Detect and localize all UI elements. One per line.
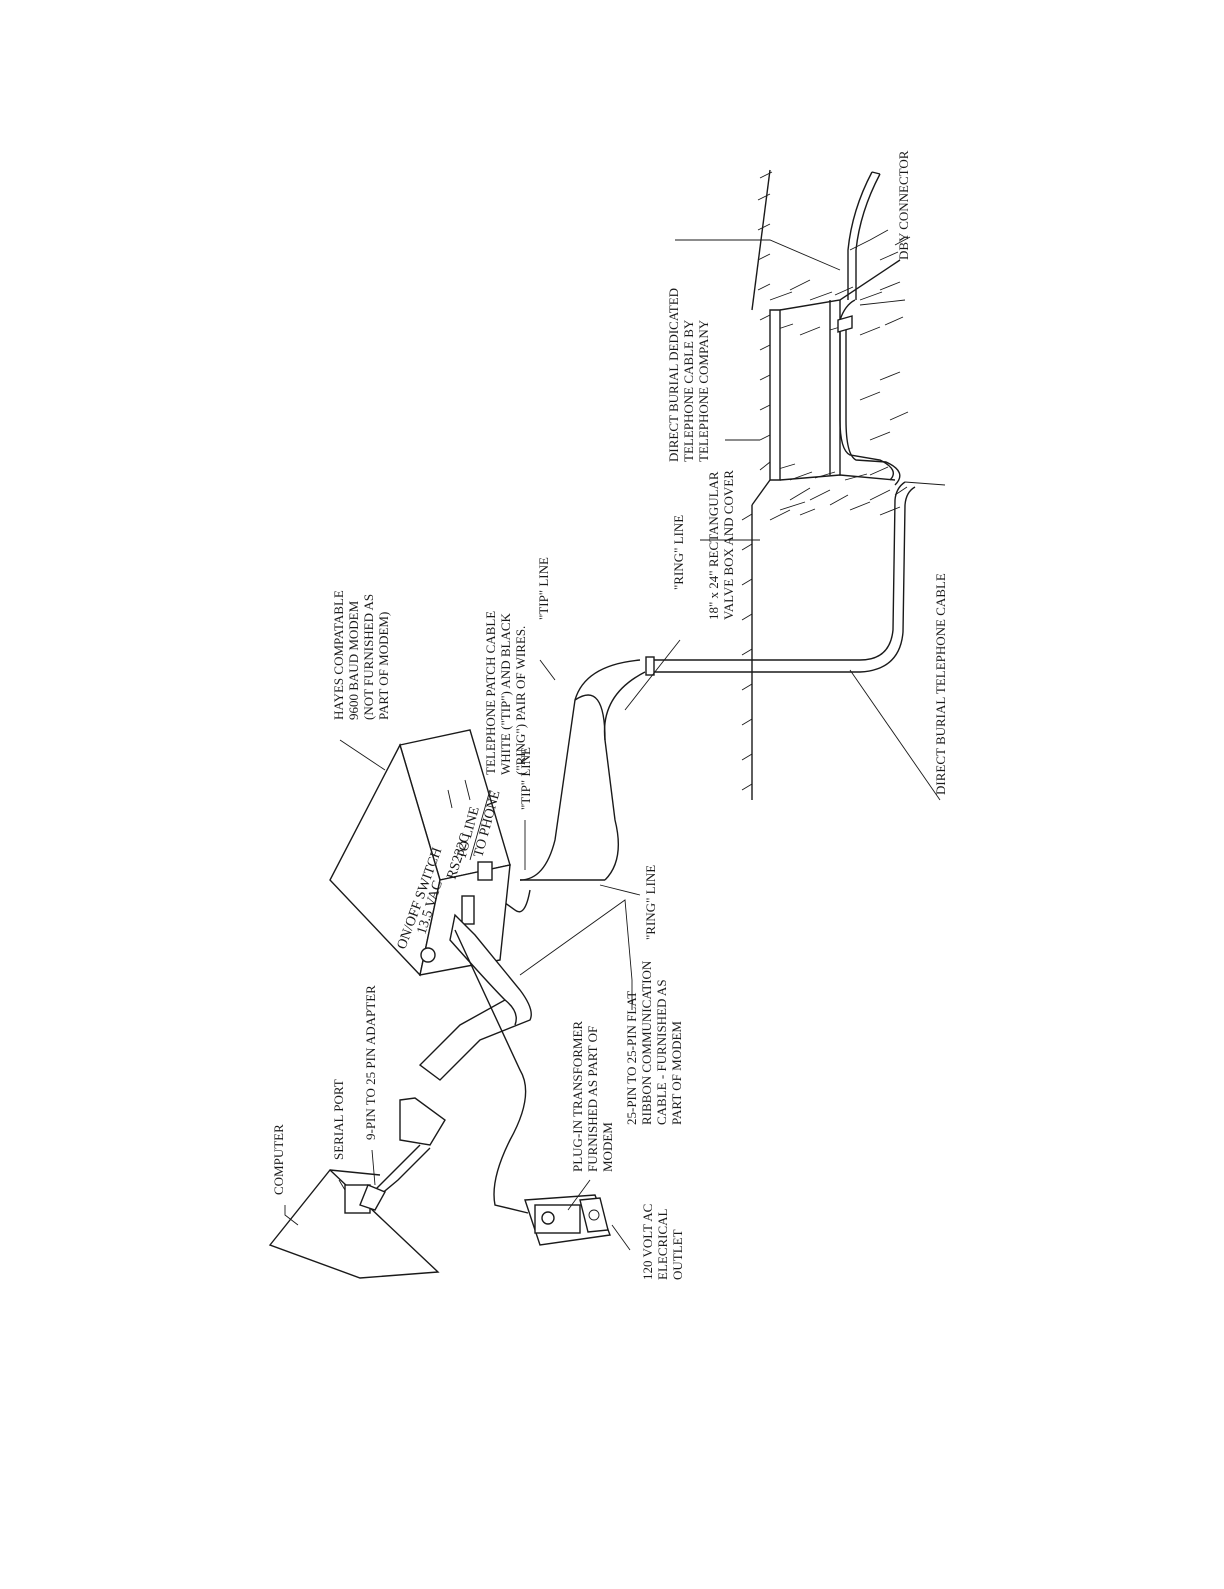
outlet-label-line2: ELECRICAL — [655, 1208, 670, 1280]
dedicated-cable-label-line3: TELEPHONE COMPANY — [696, 319, 711, 462]
adapter-label: 9-PIN TO 25 PIN ADAPTER — [363, 985, 378, 1140]
valve-box-label-line1: 18" x 24" RECTANGULAR — [706, 471, 721, 620]
patch-cable-label-line2: WHITE ("TIP") AND BLACK — [498, 612, 513, 775]
dedicated-cable-label-line1: DIRECT BURIAL DEDICATED — [666, 288, 681, 462]
hayes-modem-label-line1: HAYES COMPATABLE — [331, 590, 346, 720]
outlet-label-line1: 120 VOLT AC — [640, 1204, 655, 1280]
label-ring-line-bottom: "RING" LINE — [643, 865, 658, 940]
label-patch-cable: TELEPHONE PATCH CABLE WHITE ("TIP") AND … — [483, 611, 528, 775]
label-dby-connector: DBY CONNECTOR — [896, 150, 911, 260]
dedicated-cable-label-line2: TELEPHONE CABLE BY — [681, 319, 696, 462]
ring-line-mid-label: "RING" LINE — [671, 515, 686, 590]
transformer-label-line1: PLUG-IN TRANSFORMER — [570, 1021, 585, 1172]
hayes-modem-label-line3: (NOT FURNISHED AS — [361, 594, 376, 720]
ribbon-label-line3: CABLE - FURNISHED AS — [654, 979, 669, 1125]
label-adapter: 9-PIN TO 25 PIN ADAPTER — [363, 985, 378, 1140]
valve-box-label-line2: VALVE BOX AND COVER — [721, 470, 736, 620]
transformer-label-line3: MODEM — [600, 1122, 615, 1172]
label-ribbon: 25-PIN TO 25-PIN FLAT RIBBON COMMUNICATI… — [624, 960, 684, 1125]
label-serial-port: SERIAL PORT — [331, 1079, 346, 1160]
transformer-label-line2: FURNISHED AS PART OF — [585, 1026, 600, 1172]
computer — [270, 1170, 438, 1278]
label-dedicated-cable: DIRECT BURIAL DEDICATED TELEPHONE CABLE … — [666, 288, 711, 462]
label-computer: COMPUTER — [271, 1124, 286, 1195]
ribbon-label-line4: PART OF MODEM — [669, 1021, 684, 1125]
computer-label: COMPUTER — [271, 1124, 286, 1195]
hayes-modem-label-line2: 9600 BAUD MODEM — [346, 600, 361, 720]
label-transformer: PLUG-IN TRANSFORMER FURNISHED AS PART OF… — [570, 1021, 615, 1172]
dby-connector-label: DBY CONNECTOR — [896, 150, 911, 260]
direct-burial-cable-label: DIRECT BURIAL TELEPHONE CABLE — [933, 573, 948, 795]
label-valve-box: 18" x 24" RECTANGULAR VALVE BOX AND COVE… — [706, 470, 736, 620]
ribbon-label-line1: 25-PIN TO 25-PIN FLAT — [624, 991, 639, 1125]
outlet-label-line3: OUTLET — [670, 1229, 685, 1280]
electrical-outlet — [525, 1195, 610, 1245]
tip-line-top-label: "TIP" LINE — [536, 557, 551, 620]
ground-surface — [742, 170, 772, 800]
hayes-modem-label-line4: PART OF MODEM) — [376, 612, 391, 720]
ring-line-bottom-label: "RING" LINE — [643, 865, 658, 940]
label-direct-burial-cable: DIRECT BURIAL TELEPHONE CABLE — [933, 573, 948, 795]
patch-cable-label-line3: ("RING") PAIR OF WIRES. — [513, 626, 528, 775]
label-tip-line-top: "TIP" LINE — [536, 557, 551, 620]
direct-burial-cable — [646, 482, 915, 675]
serial-port-label: SERIAL PORT — [331, 1079, 346, 1160]
label-hayes-modem: HAYES COMPATABLE 9600 BAUD MODEM (NOT FU… — [331, 590, 391, 720]
ribbon-label-line2: RIBBON COMMUNICATION — [639, 960, 654, 1125]
patch-cable-label-line1: TELEPHONE PATCH CABLE — [483, 611, 498, 775]
label-outlet: 120 VOLT AC ELECRICAL OUTLET — [640, 1204, 685, 1280]
dedicated-cable — [838, 172, 900, 485]
label-ring-line-mid: "RING" LINE — [671, 515, 686, 590]
